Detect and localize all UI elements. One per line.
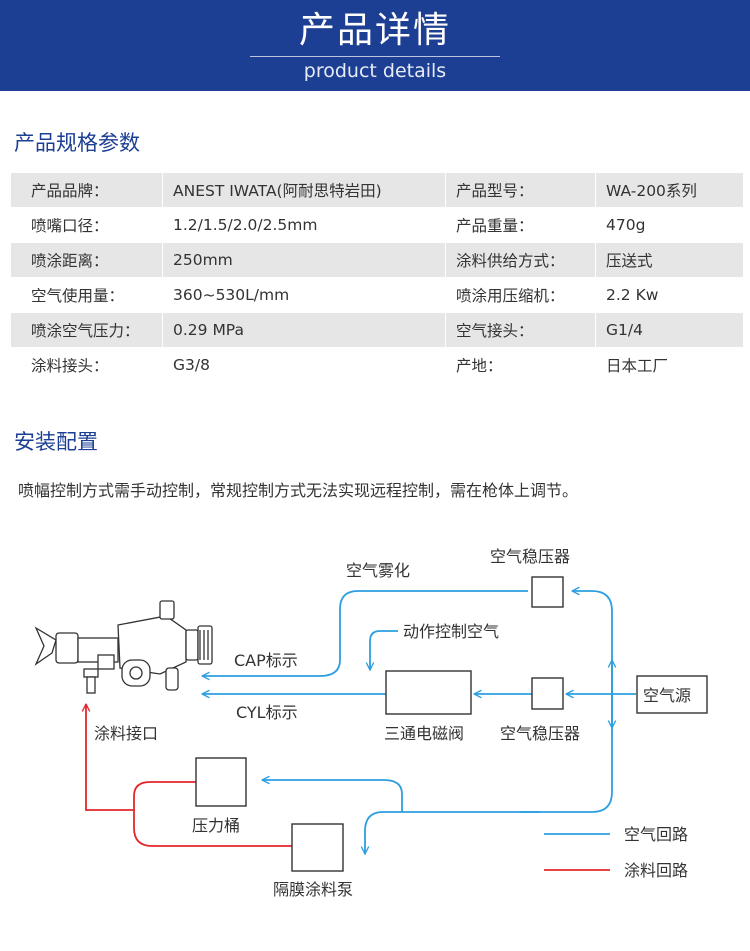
spec-label: 产品重量：: [445, 207, 596, 243]
table-row: 空气使用量： 360~530L/mm 喷涂用压缩机： 2.2 Kw: [10, 277, 744, 313]
table-row: 喷涂距离： 250mm 涂料供给方式： 压送式: [10, 242, 744, 278]
spec-value: G3/8: [162, 347, 446, 383]
solenoid-valve-label: 三通电磁阀: [384, 724, 464, 743]
spec-label: 产品型号：: [445, 172, 596, 208]
spec-label: 产地：: [445, 347, 596, 383]
spec-label: 涂料接头：: [10, 347, 163, 383]
table-row: 喷嘴口径： 1.2/1.5/2.0/2.5mm 产品重量： 470g: [10, 207, 744, 243]
diaphragm-pump-box: [291, 823, 344, 872]
cap-label: CAP标示: [234, 651, 298, 670]
spec-value: 1.2/1.5/2.0/2.5mm: [162, 207, 446, 243]
spec-value: 0.29 MPa: [162, 312, 446, 348]
air-atomize-label: 空气雾化: [346, 561, 410, 580]
spec-label: 喷涂距离：: [10, 242, 163, 278]
spec-value: ANEST IWATA(阿耐思特岩田): [162, 172, 446, 208]
spec-label: 空气使用量：: [10, 277, 163, 313]
spec-section-title: 产品规格参数: [14, 131, 140, 155]
table-row: 产品品牌： ANEST IWATA(阿耐思特岩田) 产品型号： WA-200系列: [10, 172, 744, 208]
page-title: 产品详情: [298, 10, 451, 51]
pressure-tank-label: 压力桶: [192, 816, 240, 835]
air-source-label: 空气源: [643, 686, 691, 705]
air-regulator-top-box: [531, 576, 564, 608]
spec-label: 喷涂空气压力：: [10, 312, 163, 348]
action-control-air-label: 动作控制空气: [403, 622, 499, 641]
table-row: 涂料接头： G3/8 产地： 日本工厂: [10, 347, 744, 383]
legend-air-label: 空气回路: [624, 825, 688, 844]
table-row: 喷涂空气压力： 0.29 MPa 空气接头： G1/4: [10, 312, 744, 348]
cyl-label: CYL标示: [236, 703, 298, 722]
spec-value: 2.2 Kw: [595, 277, 744, 313]
installation-diagram: 空气稳压器 空气雾化 动作控制空气 CAP标示 CYL标示 空气源 三通电磁阀 …: [34, 547, 708, 899]
diaphragm-pump-label: 隔膜涂料泵: [273, 880, 353, 899]
air-line: [202, 591, 636, 854]
spec-value: 250mm: [162, 242, 446, 278]
install-note: 喷幅控制方式需手动控制，常规控制方式无法实现远程控制，需在枪体上调节。: [18, 481, 579, 500]
pressure-tank-box: [195, 757, 247, 807]
page-subtitle: product details: [303, 60, 447, 82]
spec-table: 产品品牌： ANEST IWATA(阿耐思特岩田) 产品型号： WA-200系列…: [10, 172, 744, 383]
install-section-title: 安装配置: [14, 430, 98, 454]
spray-gun-icon: [34, 600, 213, 694]
spec-value: 360~530L/mm: [162, 277, 446, 313]
spec-value: 470g: [595, 207, 744, 243]
header-banner: 产品详情 product details: [0, 0, 750, 91]
spec-label: 喷涂用压缩机：: [445, 277, 596, 313]
title-divider: [250, 56, 500, 57]
paint-inlet-label: 涂料接口: [94, 724, 158, 743]
legend-paint-label: 涂料回路: [624, 861, 688, 880]
spec-label: 涂料供给方式：: [445, 242, 596, 278]
spec-value: G1/4: [595, 312, 744, 348]
spec-label: 空气接头：: [445, 312, 596, 348]
spec-value: 日本工厂: [595, 347, 744, 383]
air-source-box: [636, 675, 708, 714]
spec-value: WA-200系列: [595, 172, 744, 208]
air-regulator-mid-box: [531, 677, 564, 710]
spec-label: 喷嘴口径：: [10, 207, 163, 243]
spec-label: 产品品牌：: [10, 172, 163, 208]
paint-line: [86, 704, 610, 871]
solenoid-valve-box: [385, 670, 472, 715]
spec-value: 压送式: [595, 242, 744, 278]
air-regulator-top-label: 空气稳压器: [490, 547, 570, 566]
air-regulator-mid-label: 空气稳压器: [500, 724, 580, 743]
